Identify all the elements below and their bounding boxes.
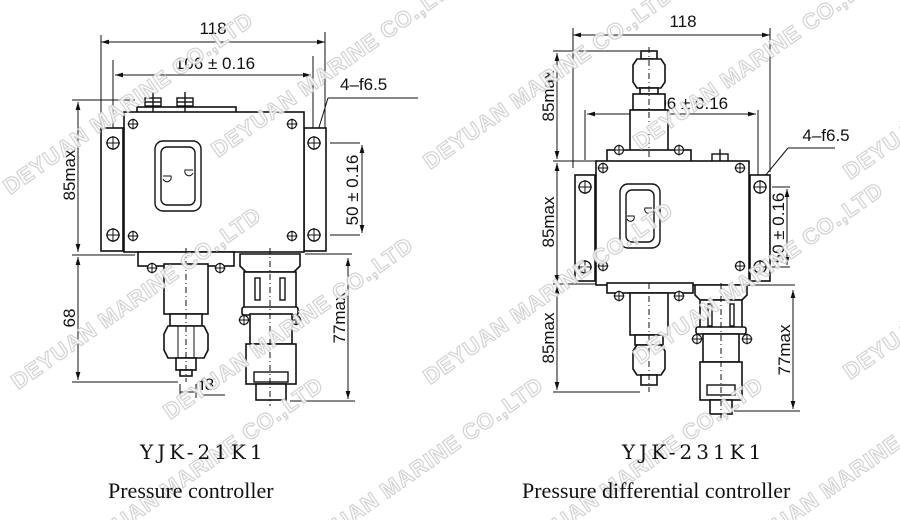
left-connector-height: 77max bbox=[330, 292, 349, 344]
left-mounting-holes: 4–f6.5 bbox=[340, 75, 387, 94]
right-figure: 118 106 ± 0.16 85max 4–f6.5 bbox=[539, 12, 850, 418]
right-model-label: YJK-231K1 bbox=[622, 440, 766, 464]
left-hole-spacing-h: 106 ± 0.16 bbox=[175, 54, 255, 73]
right-hole-spacing-v: 50 ± 0.16 bbox=[769, 193, 788, 264]
right-hole-spacing-h: 106 ± 0.16 bbox=[648, 94, 728, 113]
left-figure: 118 106 ± 0.16 4–f6.5 bbox=[60, 19, 418, 406]
left-lower-height: 68 bbox=[60, 309, 79, 328]
left-model-label: YJK-21K1 bbox=[140, 440, 267, 464]
left-fitting-size: f8 bbox=[200, 375, 214, 394]
left-body-height: 85max bbox=[60, 149, 79, 201]
watermark-text: DEYUAN MARINE CO.,LTD bbox=[839, 0, 900, 184]
right-mounting-holes: 4–f6.5 bbox=[802, 126, 849, 145]
right-body-height: 85max bbox=[539, 196, 558, 248]
left-hole-spacing-v: 50 ± 0.16 bbox=[343, 155, 362, 226]
left-description: Pressure controller bbox=[108, 478, 274, 503]
right-lower-height: 85max bbox=[539, 312, 558, 364]
right-description: Pressure differential controller bbox=[522, 478, 791, 503]
watermark-text: DEYUAN MARINE CO.,LTD bbox=[289, 372, 548, 520]
right-connector-height: 77max bbox=[775, 324, 794, 376]
left-width-dimension: 118 bbox=[199, 19, 226, 38]
right-top-height: 85max bbox=[539, 70, 558, 122]
right-width-dimension: 118 bbox=[669, 12, 696, 31]
